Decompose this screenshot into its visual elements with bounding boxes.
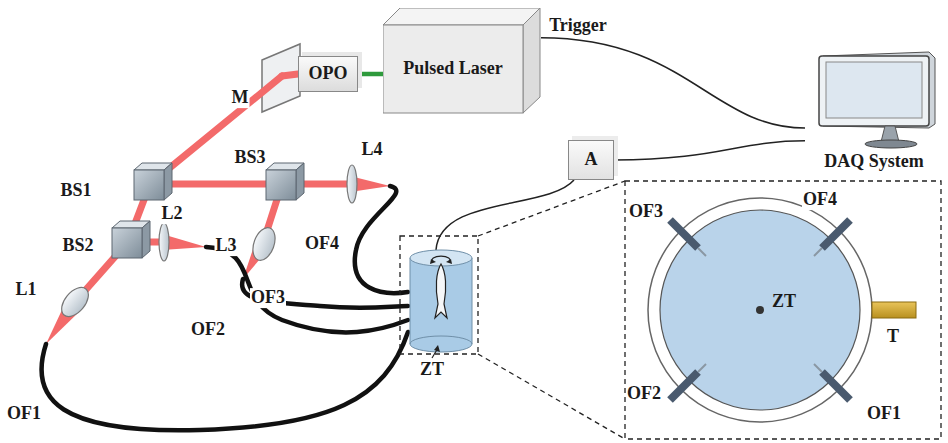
part-label: OF4: [802, 190, 838, 210]
node-text: A: [585, 150, 598, 170]
part-label: OF2: [190, 320, 226, 340]
part-label: OF4: [304, 234, 340, 254]
focused-beams: [46, 176, 390, 344]
zoom-inset-frame: [400, 181, 941, 439]
part-label: ZT: [419, 360, 445, 380]
part-label: L4: [360, 140, 383, 160]
daq-label-area: DAQ System: [805, 152, 943, 172]
monitor-screen: [826, 62, 922, 118]
edge-label: Trigger: [548, 16, 608, 36]
daq-monitor: DAQ System: [805, 50, 943, 176]
opo-box: OPO: [298, 56, 358, 92]
monitor-back: [823, 52, 935, 128]
part-label: L2: [160, 204, 183, 224]
beam-splitter-cubes: [112, 163, 304, 258]
amplifier-box: A: [568, 140, 614, 180]
laser-beams: [75, 74, 350, 302]
water-tank: [410, 250, 472, 358]
part-label: BS3: [233, 148, 266, 168]
part-label: BS2: [61, 236, 94, 256]
part-label: OF1: [866, 404, 902, 424]
laser-label-area: Pulsed Laser: [383, 25, 523, 113]
monitor-bezel: [819, 56, 929, 126]
part-label: OF3: [628, 202, 664, 222]
part-label: OF3: [250, 288, 286, 308]
part-label: L1: [14, 280, 37, 300]
laser-front-face: [383, 25, 523, 113]
pump-beam: [358, 72, 383, 77]
part-label: BS1: [59, 181, 92, 201]
laser-side-face: [523, 8, 540, 113]
pulsed-laser-box: Pulsed Laser: [383, 8, 541, 114]
lenses: [56, 165, 357, 321]
part-label: L3: [214, 236, 237, 256]
trigger-cable: [541, 38, 805, 128]
monitor-icon: [805, 50, 943, 150]
signal-wire: [436, 180, 574, 250]
monitor-base: [865, 140, 917, 148]
part-label: M: [231, 88, 250, 108]
part-label: T: [886, 327, 900, 347]
part-label: OF2: [626, 384, 662, 404]
part-label: ZT: [771, 292, 797, 312]
tank-top-view: [648, 198, 916, 422]
node-text: Pulsed Laser: [403, 59, 503, 79]
node-text: OPO: [309, 64, 348, 84]
node-text: DAQ System: [824, 151, 924, 171]
optical-fibers: [41, 186, 408, 430]
signal-cable: [614, 141, 805, 160]
part-label: OF1: [6, 404, 42, 424]
laser-top-face: [383, 8, 540, 25]
